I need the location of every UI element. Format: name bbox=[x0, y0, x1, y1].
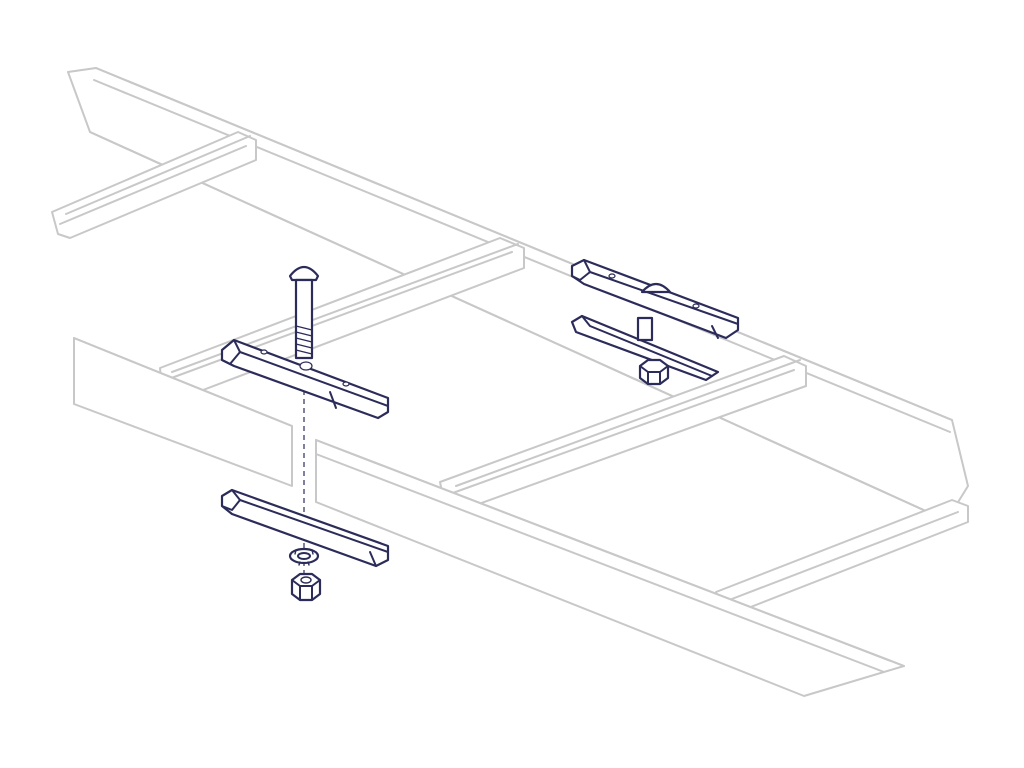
upper-clamp-channel bbox=[220, 338, 390, 420]
clamp-assembly-installed bbox=[570, 258, 740, 386]
ladder-rung-2 bbox=[159, 237, 525, 399]
ladder-rung-3 bbox=[439, 355, 807, 511]
ladder-front-rail bbox=[73, 337, 905, 697]
carriage-bolt bbox=[288, 265, 320, 360]
installed-hex-nut bbox=[638, 358, 670, 386]
installed-upper-channel bbox=[570, 258, 740, 340]
installed-lower-channel bbox=[570, 314, 720, 382]
lock-washer bbox=[288, 547, 320, 566]
cable-ladder bbox=[51, 67, 969, 697]
installed-bolt-head bbox=[640, 282, 672, 294]
clamp-assembly-exploded bbox=[220, 265, 390, 602]
installed-bolt-shank bbox=[636, 316, 654, 342]
hex-nut bbox=[290, 572, 322, 602]
ladder-rung-1 bbox=[51, 131, 257, 239]
lower-clamp-channel bbox=[220, 488, 390, 568]
ladder-rung-4 bbox=[715, 499, 969, 613]
